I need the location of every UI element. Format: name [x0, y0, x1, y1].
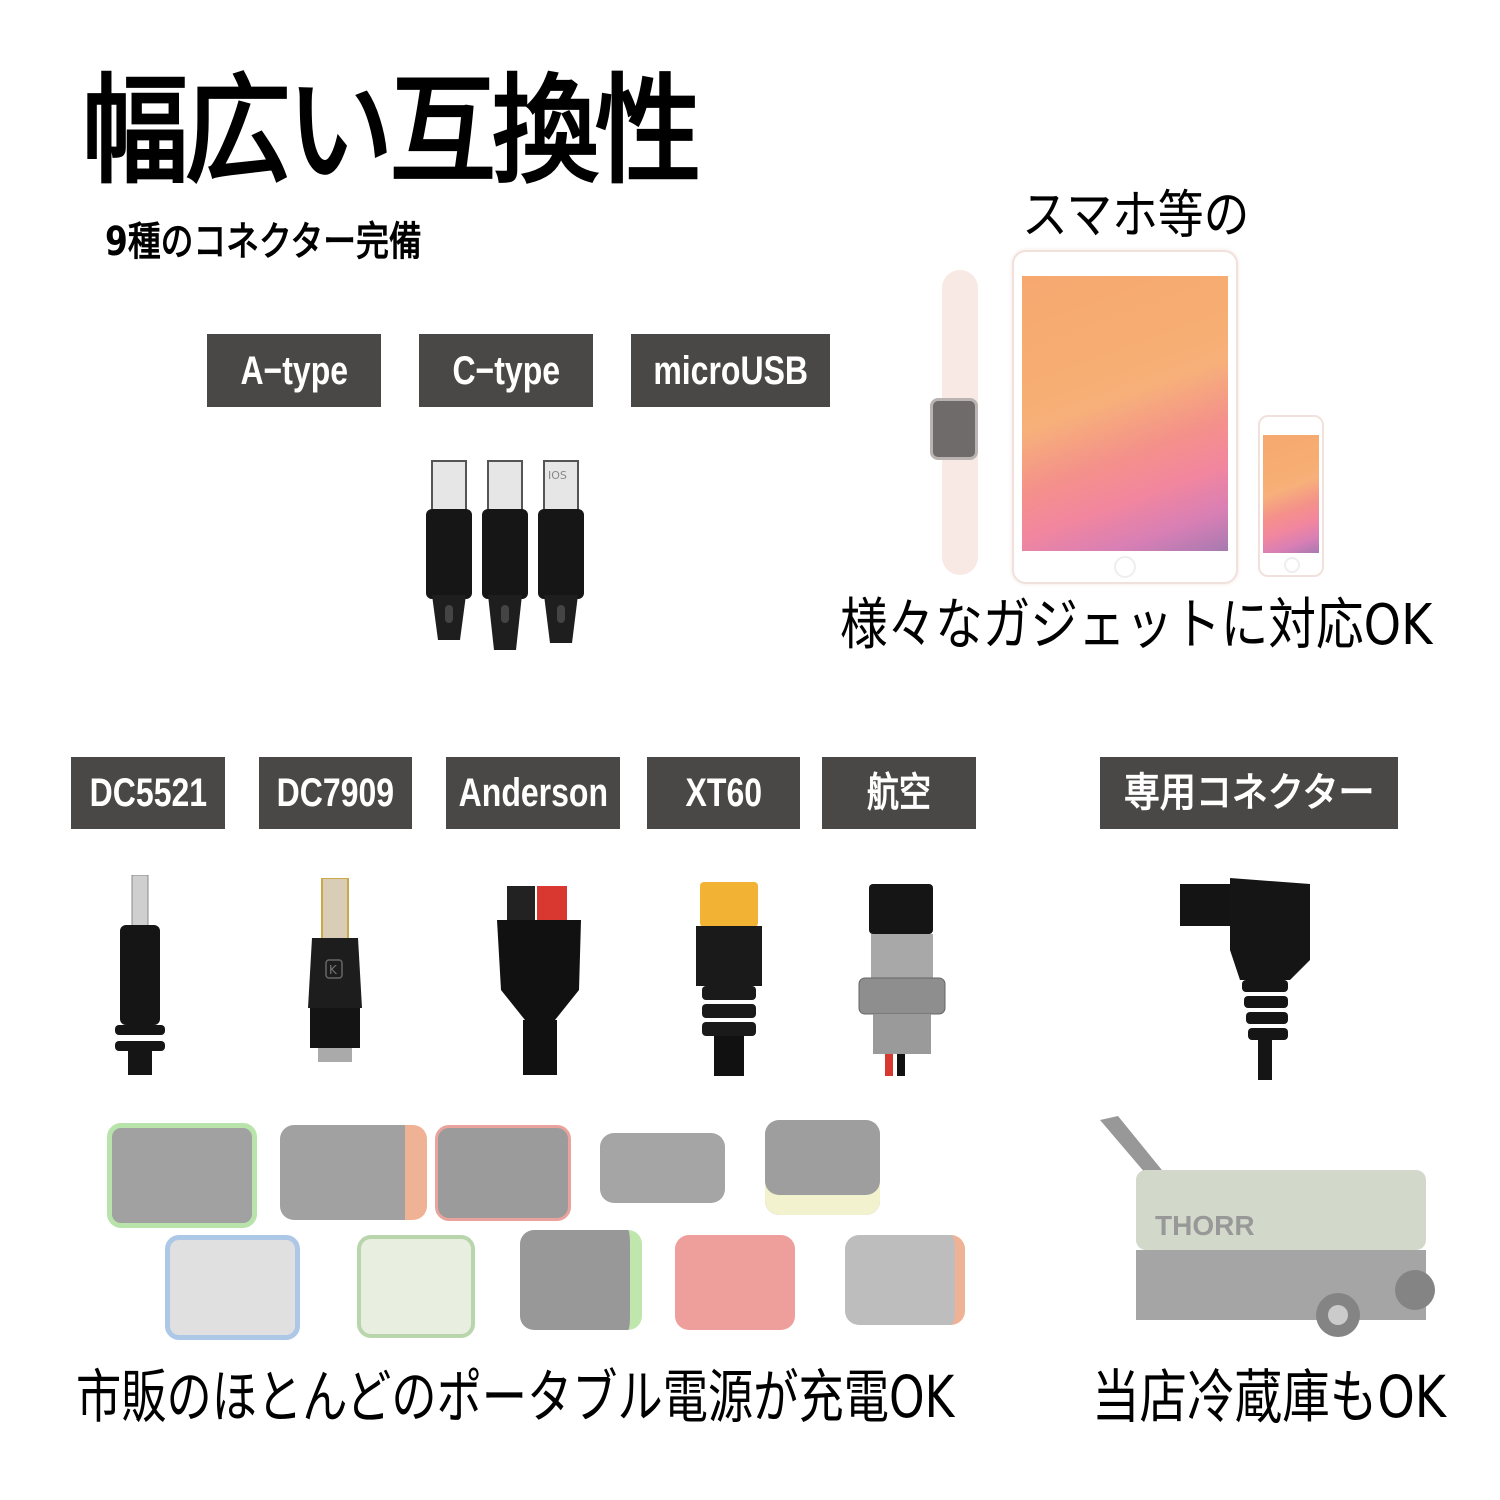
- xt60-plug-icon: [690, 878, 770, 1078]
- power-stations-illustration: [95, 1095, 975, 1345]
- tag-xt60: XT60: [647, 757, 800, 829]
- tag-a-type: A−type: [207, 334, 381, 407]
- gadget-caption-top: スマホ等の: [1022, 186, 1250, 246]
- tag-dedicated-connector: 専用コネクター: [1100, 757, 1398, 829]
- tag-label: C−type: [452, 348, 560, 393]
- power-station-caption: 市販のほとんどのポータブル電源が充電OK: [76, 1363, 955, 1431]
- tag-label: microUSB: [653, 348, 808, 393]
- power-station-icon: [280, 1125, 427, 1220]
- svg-text:IOS: IOS: [548, 469, 567, 482]
- tag-label: Anderson: [458, 771, 608, 815]
- fridge-brand: THORR: [1155, 1210, 1255, 1241]
- tag-micro-usb: microUSB: [631, 334, 830, 407]
- tag-aviation: 航空: [822, 757, 976, 829]
- tag-label: DC7909: [276, 771, 395, 815]
- tag-label: 専用コネクター: [1123, 771, 1375, 815]
- dedicated-plug-icon: [1170, 870, 1320, 1080]
- power-station-icon: [520, 1230, 642, 1330]
- usb-cable-trio-icon: IOS: [420, 455, 595, 655]
- k-glyph: K: [329, 963, 338, 977]
- fridge-illustration: THORR: [1100, 1110, 1440, 1340]
- power-station-icon: [765, 1120, 880, 1215]
- tag-label: 航空: [867, 771, 931, 815]
- dc5521-plug-icon: [110, 874, 170, 1075]
- dc7909-plug-icon: K: [300, 877, 370, 1068]
- tag-label: DC5521: [89, 771, 207, 815]
- anderson-plug-icon: [495, 880, 585, 1080]
- power-station-icon: [845, 1235, 965, 1325]
- power-station-icon: [435, 1125, 571, 1221]
- page-title: 幅広い互換性: [82, 62, 701, 200]
- tag-anderson: Anderson: [446, 757, 620, 829]
- power-station-icon: [600, 1133, 725, 1203]
- power-station-icon: [675, 1235, 795, 1330]
- smartphone-icon: [1258, 415, 1324, 577]
- aviation-plug-icon: [855, 878, 955, 1078]
- tag-dc5521: DC5521: [71, 757, 225, 829]
- tag-label: A−type: [240, 348, 348, 393]
- tablet-icon: [1012, 250, 1238, 584]
- power-station-icon: [357, 1235, 475, 1338]
- fridge-caption: 当店冷蔵庫もOK: [1092, 1363, 1446, 1431]
- devices-illustration: [920, 250, 1324, 584]
- page-subtitle: 9種のコネクター完備: [105, 219, 422, 265]
- tag-dc7909: DC7909: [259, 757, 412, 829]
- power-station-icon: [165, 1235, 300, 1340]
- tag-label: XT60: [685, 771, 762, 815]
- gadget-caption-bottom: 様々なガジェットに対応OK: [840, 593, 1433, 658]
- power-station-icon: [107, 1123, 257, 1228]
- tag-c-type: C−type: [419, 334, 593, 407]
